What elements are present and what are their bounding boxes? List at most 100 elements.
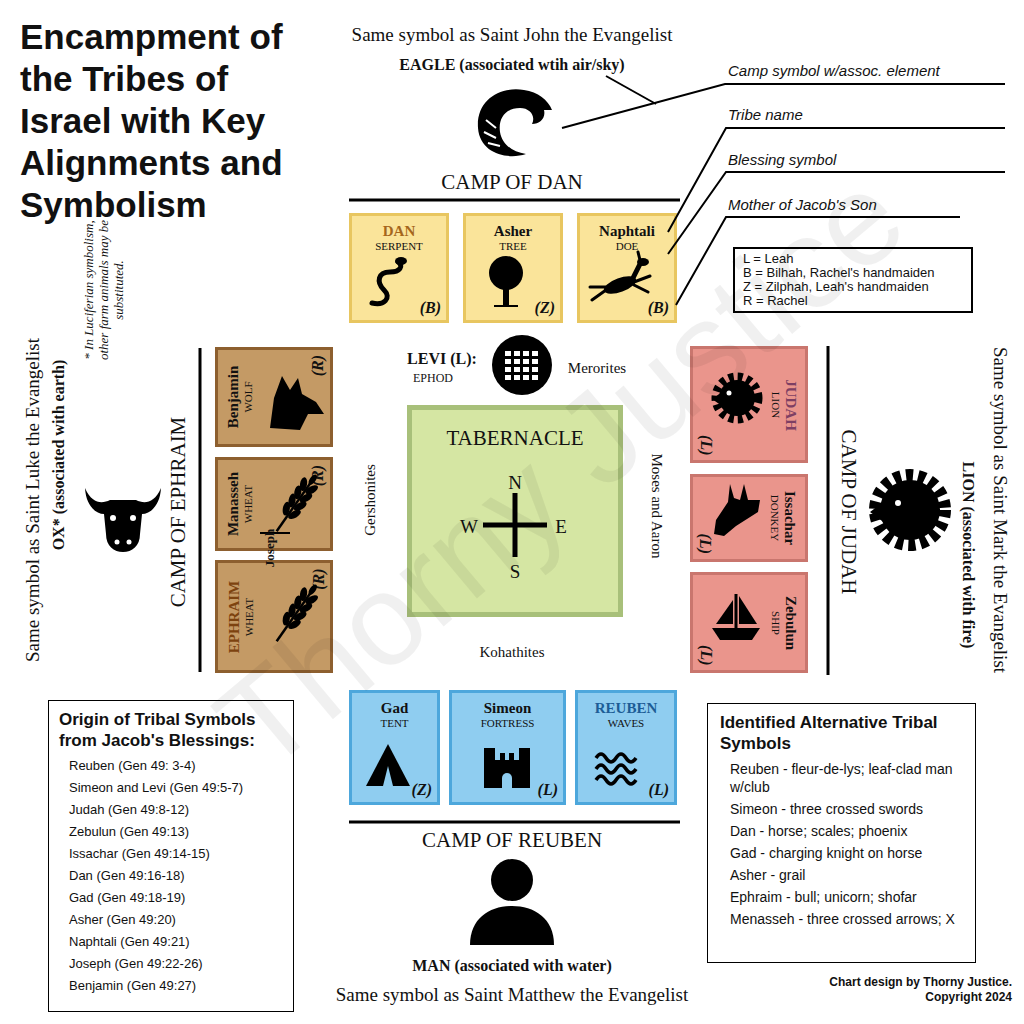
camp-bar <box>199 348 202 672</box>
man-symbol <box>470 859 554 945</box>
ship-mast <box>735 594 738 628</box>
leader-line <box>606 76 656 104</box>
ephod-stone <box>523 375 529 380</box>
fortress-merlon <box>509 753 514 761</box>
reference-entry: Simeon and Levi (Gen 49:5-7) <box>69 777 283 799</box>
blessing-symbol-name: FORTRESS <box>452 717 563 730</box>
footnote: * In Luciferian symbolism, other farm an… <box>81 208 126 373</box>
reference-entry: Benjamin (Gen 49:27) <box>69 975 283 997</box>
eagle-symbol <box>478 89 552 156</box>
blessing-symbol-name: WHEAT <box>242 460 255 548</box>
lion-symbol <box>870 476 944 544</box>
callout-label: Camp symbol w/assoc. element <box>728 62 940 80</box>
camp-symbol-label: OX* (associated with earth) <box>49 360 68 551</box>
tribe-name: REUBEN <box>578 699 674 717</box>
mother-letter: (L) <box>649 780 669 799</box>
blessing-symbol-name: DOE <box>580 240 674 253</box>
ephod-stone <box>505 375 511 380</box>
callout-label: Tribe name <box>728 106 803 124</box>
blessing-symbol-name: DONKEY <box>768 477 781 559</box>
ox-eye <box>130 515 136 521</box>
ephod-stone <box>505 359 511 364</box>
blessing-symbol-name: TREE <box>466 240 560 253</box>
ox-symbol <box>85 488 161 552</box>
lion-face <box>880 480 940 540</box>
blessing-symbol-name: WOLF <box>242 350 255 444</box>
tribe-name: Simeon <box>452 699 563 717</box>
leader-line <box>562 84 1005 128</box>
tribe-box: IssacharDONKEY (L) <box>690 474 808 562</box>
alternative-entry: Ephraim - bull; unicorn; shofar <box>730 888 963 906</box>
camp-bar <box>349 199 680 202</box>
levi-symbol-name: EPHOD <box>413 371 453 385</box>
camp-bar <box>827 346 830 675</box>
blessing-symbol-name: WAVES <box>578 717 674 730</box>
tribe-box: BenjaminWOLF(R) <box>215 347 333 447</box>
ephod-stone <box>505 351 511 356</box>
reference-entry: Asher (Gen 49:20) <box>69 909 283 931</box>
ox-nostril <box>127 540 132 545</box>
serpent-head <box>395 257 407 265</box>
levi-name: LEVI (L): <box>407 349 477 368</box>
reference-entry: Gad (Gen 49:18-19) <box>69 887 283 909</box>
ox-eye <box>110 515 116 521</box>
alternative-entry: Dan - horse; scales; phoenix <box>730 822 963 840</box>
bracket-label: Joseph <box>262 529 278 567</box>
lion-mane <box>876 476 944 544</box>
mother-letter: (L) <box>696 534 715 554</box>
reference-entry: Joseph (Gen 49:22-26) <box>69 953 283 975</box>
ox-nostril <box>115 540 120 545</box>
credit-note: Chart design by Thorny Justice. Copyrigh… <box>800 975 1012 1005</box>
reference-entry: Judah (Gen 49:8-12) <box>69 799 283 821</box>
ephod-stone <box>514 375 520 380</box>
evangelist-note: Same symbol as Saint Luke the Evangelist <box>21 338 44 662</box>
alternative-entry: Menasseh - three crossed arrows; X <box>730 910 963 928</box>
tree-ground <box>494 305 518 307</box>
diagram-title: Encampment of the Tribes of Israel with … <box>20 16 295 226</box>
ephod-stone <box>514 351 520 356</box>
camp-name: CAMP OF DAN <box>441 170 583 195</box>
ephod-stone <box>532 367 538 372</box>
man-head <box>491 859 533 901</box>
ephod-stone <box>532 375 538 380</box>
evangelist-note: Same symbol as Saint Matthew the Evangel… <box>336 983 689 1006</box>
mother-letter: (Z) <box>535 298 555 317</box>
reference-entry: Issachar (Gen 49:14-15) <box>69 843 283 865</box>
ephod-stone <box>523 359 529 364</box>
ship-hull <box>712 628 760 640</box>
man-shoulders <box>470 906 554 945</box>
fortress-tower <box>484 748 495 788</box>
tribe-name: Issachar <box>781 477 799 559</box>
rotated-frame: BenjaminWOLF(R) <box>218 350 330 444</box>
camp-bar <box>349 821 680 824</box>
eagle-feathers <box>484 120 500 146</box>
camp-symbol-label: LION (associated with fire) <box>959 462 978 649</box>
mother-letter: (R) <box>308 355 327 376</box>
lion-eye <box>895 500 901 506</box>
mother-letter: (L) <box>696 645 715 665</box>
ephod-stone <box>523 367 529 372</box>
evangelist-note: Same symbol as Saint John the Evangelist <box>352 23 673 46</box>
alternative-entry: Reuben - fleur-de-lys; leaf-clad man w/c… <box>730 760 963 796</box>
reference-entry: Zebulun (Gen 49:13) <box>69 821 283 843</box>
ephod-stone <box>532 359 538 364</box>
alternative-entry: Simeon - three crossed swords <box>730 800 963 818</box>
alternative-entry: Gad - charging knight on horse <box>730 844 963 862</box>
alternative-entry: Asher - grail <box>730 866 963 884</box>
ephod-stone <box>532 351 538 356</box>
alternatives-box: Identified Alternative Tribal SymbolsReu… <box>707 703 976 963</box>
blessing-symbol-name: SERPENT <box>352 240 446 253</box>
tribe-name: Asher <box>466 222 560 240</box>
fortress-merlon <box>500 753 505 761</box>
tribe-name: DAN <box>352 222 446 240</box>
tribe-name: Zebulun <box>781 575 799 670</box>
camp-symbol-label: MAN (associated with water) <box>412 956 612 975</box>
fortress-tower <box>519 748 530 788</box>
ephod-stone <box>523 351 529 356</box>
camp-name: CAMP OF REUBEN <box>422 828 602 853</box>
tribe-name: Manasseh <box>224 460 242 548</box>
box-heading: Identified Alternative Tribal Symbols <box>720 712 963 754</box>
tribe-box: REUBENWAVES (L) <box>575 690 677 805</box>
ephod-stone <box>505 367 511 372</box>
